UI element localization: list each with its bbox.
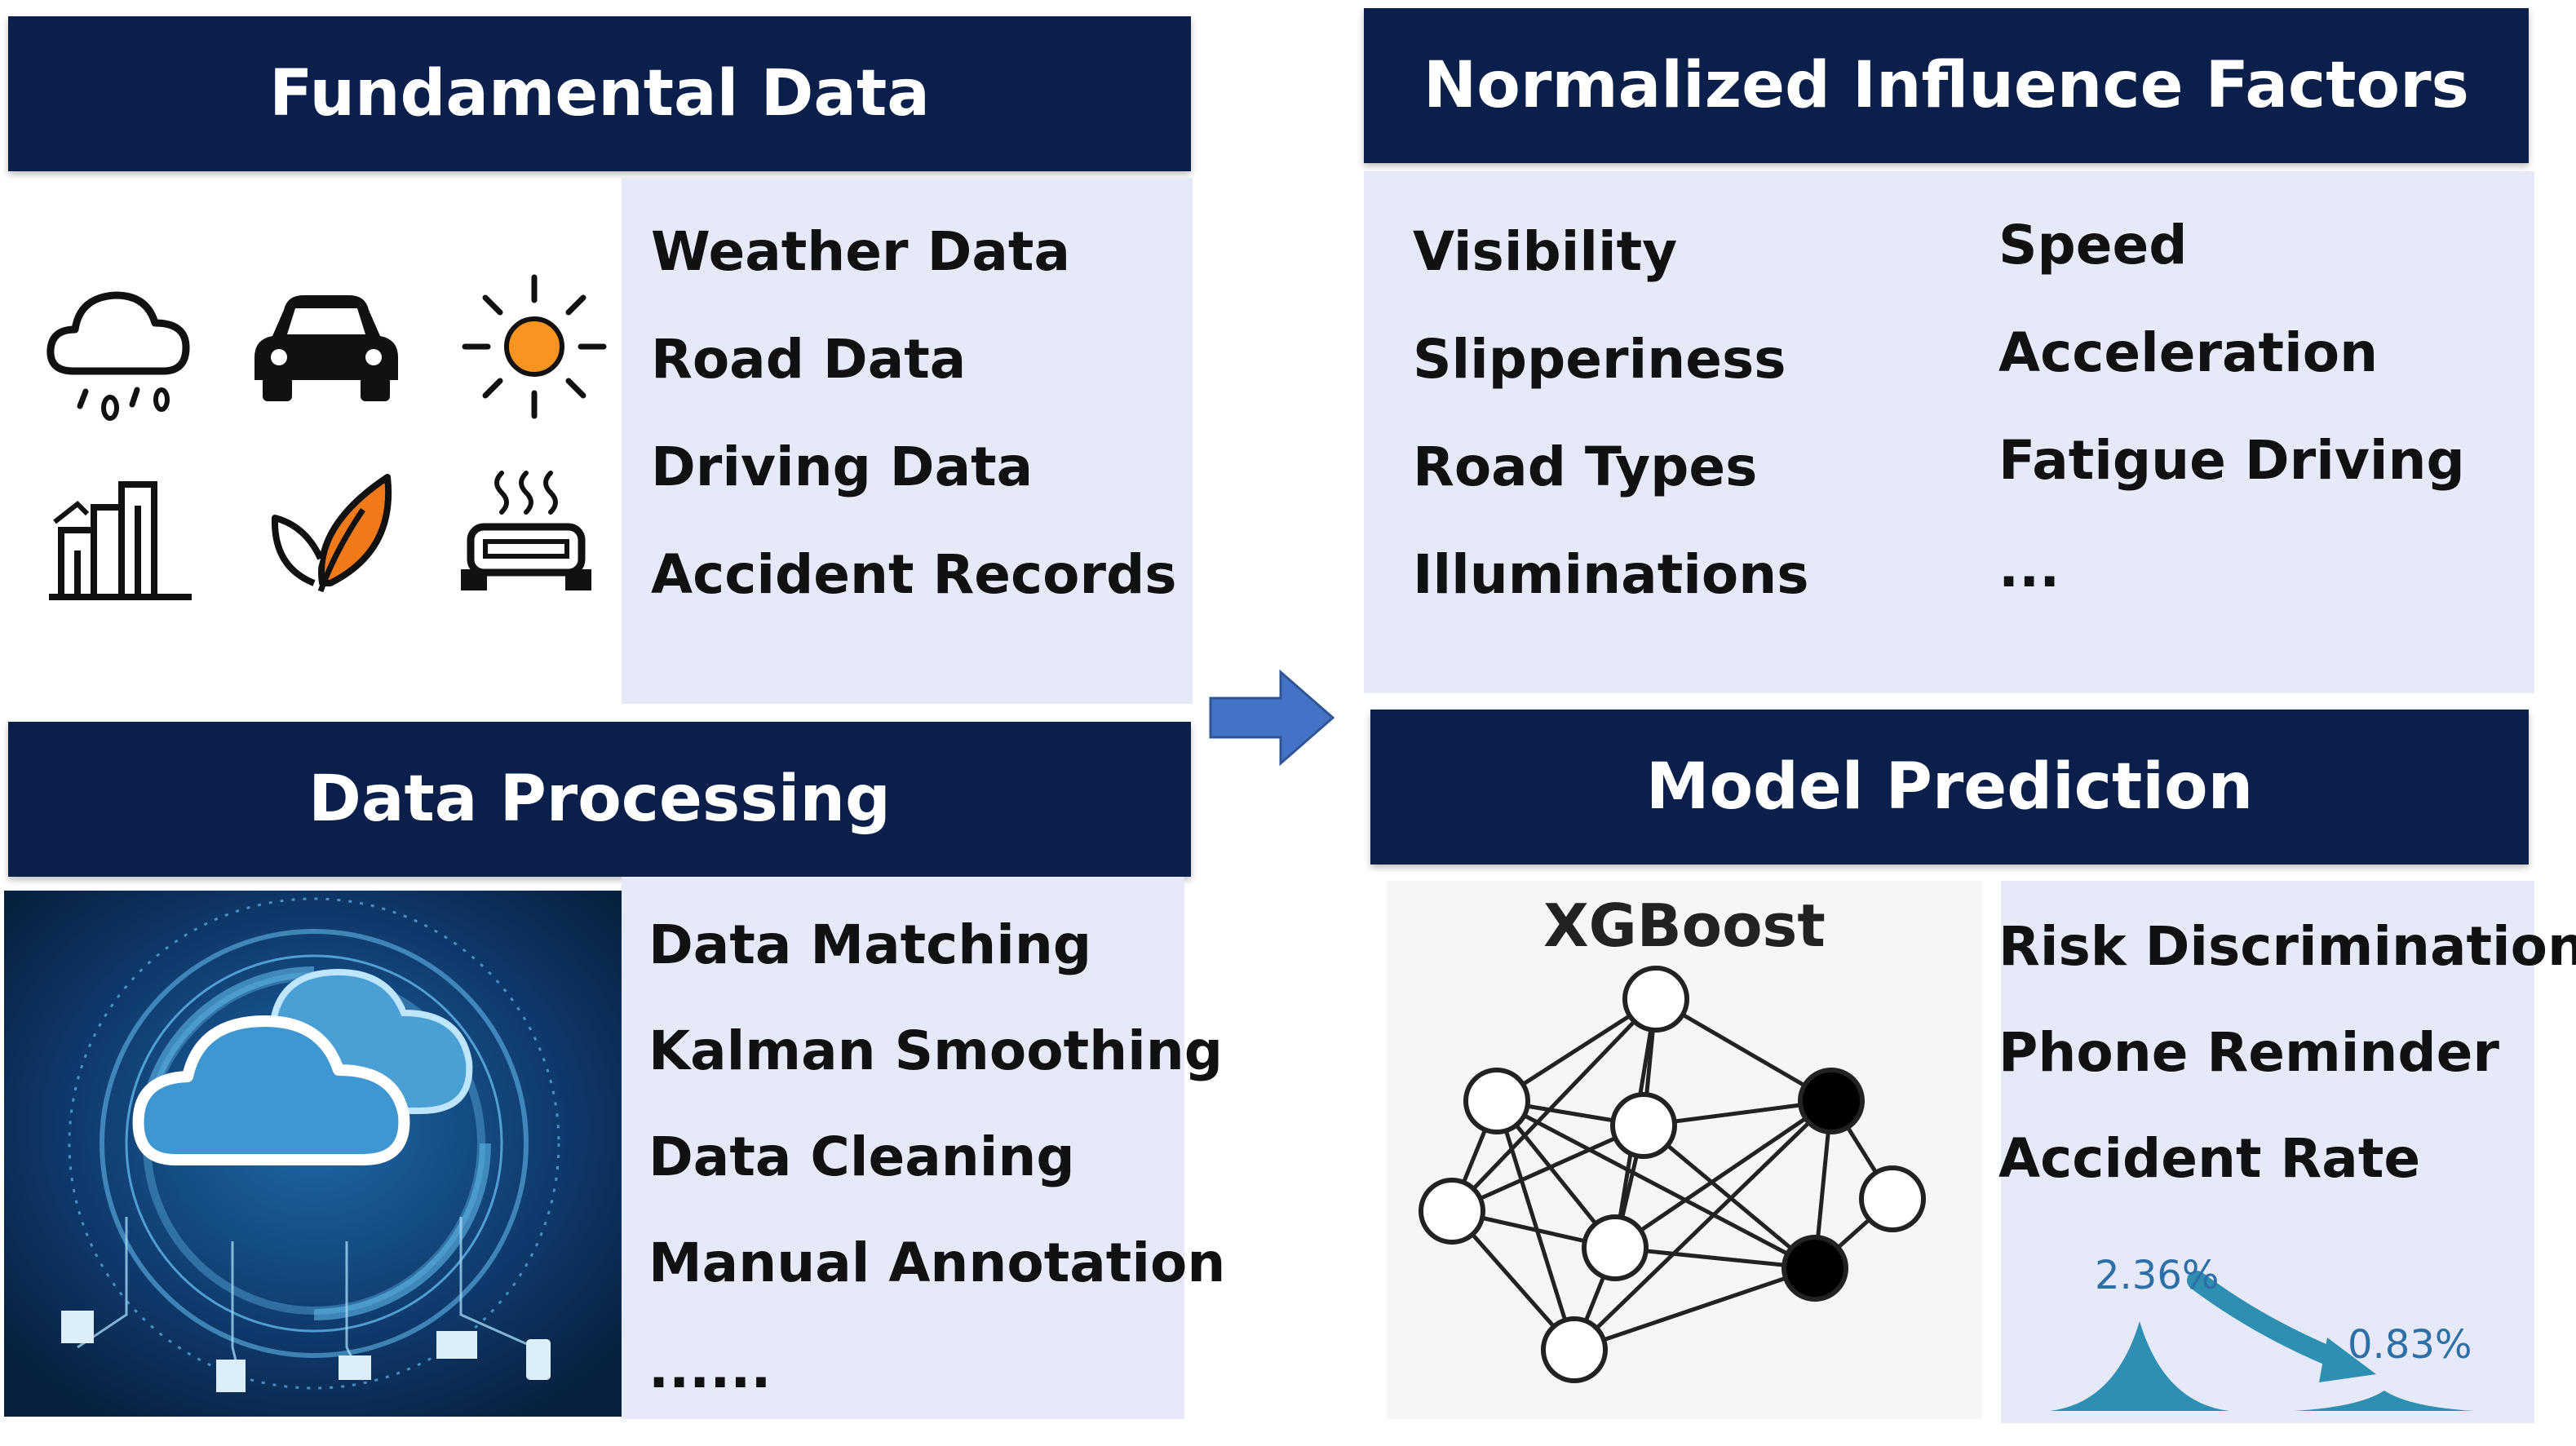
factor-road-types: Road Types <box>1413 436 1758 498</box>
factory-icon <box>45 473 200 604</box>
right-arrow-icon <box>1207 669 1338 767</box>
data-processing-title: Data Processing <box>308 763 891 836</box>
model-prediction-header: Model Prediction <box>1370 710 2529 865</box>
fundamental-item-road: Road Data <box>651 328 967 391</box>
factor-fatigue-driving: Fatigue Driving <box>1998 429 2465 492</box>
sun-icon <box>457 269 612 424</box>
processing-item-matching: Data Matching <box>648 913 1092 976</box>
rain-cloud-icon <box>41 277 196 432</box>
model-item-risk: Risk Discrimination <box>1998 915 2576 978</box>
fundamental-item-driving: Driving Data <box>651 436 1033 498</box>
processing-item-annotation: Manual Annotation <box>648 1232 1226 1294</box>
factor-slipperiness: Slipperiness <box>1413 328 1786 391</box>
xgboost-network-diagram: XGBoost <box>1387 881 1982 1419</box>
car-icon <box>245 285 408 408</box>
model-item-accident-rate: Accident Rate <box>1998 1127 2421 1190</box>
fundamental-item-accident: Accident Records <box>651 543 1177 606</box>
fundamental-data-title: Fundamental Data <box>269 57 930 130</box>
influence-factors-header: Normalized Influence Factors <box>1364 8 2529 163</box>
factor-illuminations: Illuminations <box>1413 543 1809 606</box>
accident-rate-reduction-graphic: 2.36% 0.83% <box>2001 1207 2534 1423</box>
factor-acceleration: Acceleration <box>1998 321 2379 384</box>
data-processing-panel <box>622 877 1184 1419</box>
factor-visibility: Visibility <box>1413 220 1678 283</box>
model-item-phone: Phone Reminder <box>1998 1021 2499 1084</box>
rate-before-label: 2.36% <box>2095 1253 2219 1298</box>
model-prediction-title: Model Prediction <box>1645 750 2254 824</box>
processing-item-cleaning: Data Cleaning <box>648 1125 1075 1188</box>
factor-speed: Speed <box>1998 214 2188 276</box>
influence-factors-panel <box>1364 171 2534 693</box>
factor-more: ... <box>1998 537 2060 599</box>
fundamental-data-panel <box>622 178 1193 704</box>
processing-item-more: ...... <box>648 1338 772 1400</box>
model-prediction-panel <box>2001 881 2534 1207</box>
xgboost-label: XGBoost <box>1543 891 1826 960</box>
influence-factors-title: Normalized Influence Factors <box>1423 49 2469 122</box>
rate-after-label: 0.83% <box>2348 1322 2472 1368</box>
processing-item-kalman: Kalman Smoothing <box>648 1019 1223 1082</box>
heating-icon <box>453 465 600 604</box>
leaf-icon <box>257 461 404 608</box>
fundamental-data-header: Fundamental Data <box>8 16 1191 171</box>
data-processing-header: Data Processing <box>8 722 1191 877</box>
cloud-computing-image <box>4 891 626 1417</box>
fundamental-item-weather: Weather Data <box>651 220 1070 283</box>
